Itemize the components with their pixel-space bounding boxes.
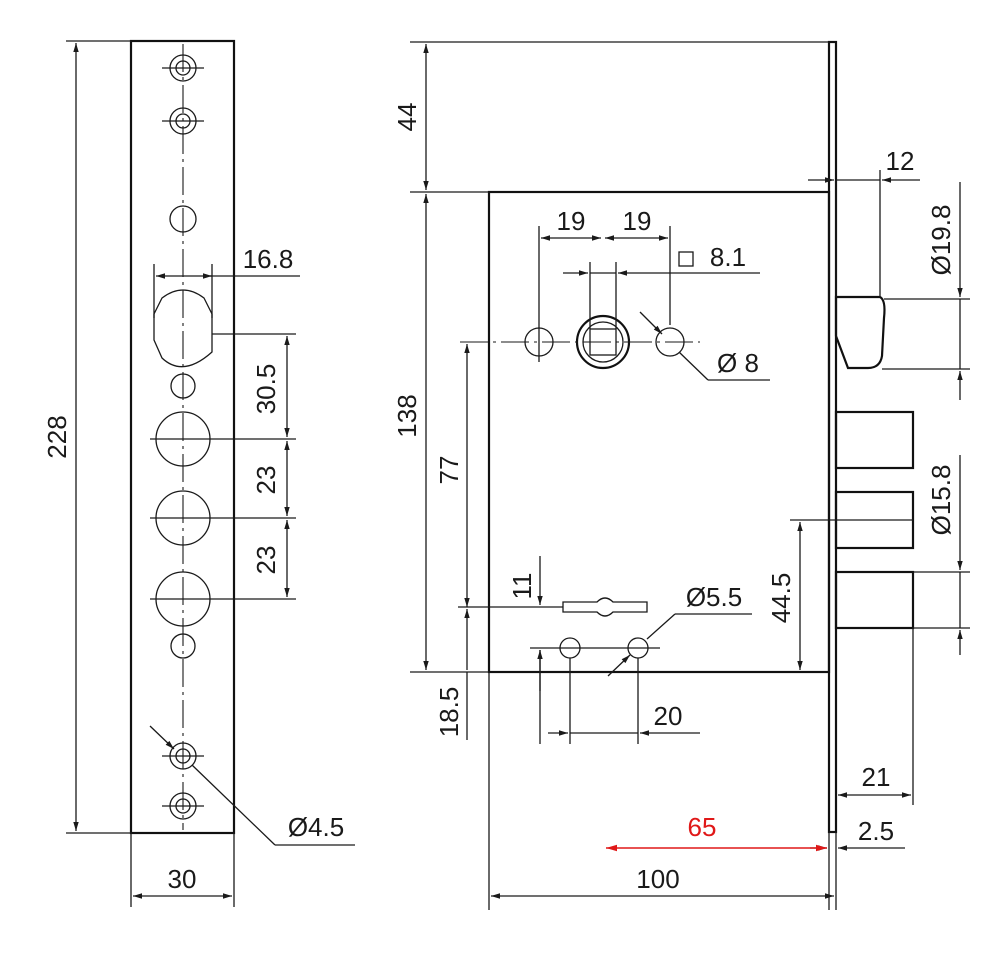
spindle-square-label: 8.1 bbox=[710, 242, 746, 272]
spacing-b-label: 23 bbox=[251, 466, 281, 495]
faceplate-hole bbox=[169, 205, 197, 233]
body-width-label: 100 bbox=[636, 864, 679, 894]
faceplate-width-label: 30 bbox=[168, 864, 197, 894]
spindle-to-key-label: 77 bbox=[434, 456, 464, 485]
spacing-a-label: 30.5 bbox=[251, 364, 281, 415]
square-symbol bbox=[678, 251, 694, 267]
screw-diameter-label: Ø4.5 bbox=[288, 812, 344, 842]
latch-window bbox=[153, 289, 213, 368]
key-hole-diameter-label: Ø5.5 bbox=[686, 582, 742, 612]
faceplate-hole bbox=[170, 373, 196, 399]
backset-label: 65 bbox=[688, 812, 717, 842]
dead-bolt bbox=[834, 410, 915, 470]
pin-hole-diameter-label: Ø 8 bbox=[717, 348, 759, 378]
key-hole-spacing-label: 20 bbox=[654, 701, 683, 731]
bottom-offset-label: 18.5 bbox=[434, 687, 464, 738]
lock-body-view: 44 138 77 18.5 19 19 8.1 Ø 8 bbox=[392, 40, 970, 910]
bottom-screw-hole bbox=[162, 792, 204, 820]
hole-spacing-left-label: 19 bbox=[557, 206, 586, 236]
hole-spacing-right-label: 19 bbox=[623, 206, 652, 236]
faceplate-thickness-label: 12 bbox=[886, 146, 915, 176]
bolt-height-label: 44.5 bbox=[766, 573, 796, 624]
spacing-c-label: 23 bbox=[251, 546, 281, 575]
key-slot bbox=[562, 597, 648, 617]
faceplate-view: 228 30 16.8 30.5 23 23 Ø4.5 bbox=[42, 39, 355, 907]
latch-bolt bbox=[834, 295, 886, 370]
bottom-screw-hole bbox=[162, 742, 204, 770]
plate-thickness-label: 2.5 bbox=[858, 816, 894, 846]
bolt-diameter-label: Ø15.8 bbox=[926, 465, 956, 536]
latch-diameter-label: Ø19.8 bbox=[926, 205, 956, 276]
top-offset-label: 44 bbox=[392, 103, 422, 132]
body-height-label: 138 bbox=[392, 394, 422, 437]
top-screw-hole bbox=[162, 54, 204, 82]
faceplate-hole bbox=[170, 633, 196, 659]
faceplate-outline bbox=[129, 39, 236, 835]
cylinder-width-label: 16.8 bbox=[243, 244, 294, 274]
key-offset-label: 11 bbox=[507, 573, 537, 600]
bolt-throw-label: 21 bbox=[862, 762, 891, 792]
top-screw-hole bbox=[162, 107, 204, 135]
dead-bolt bbox=[834, 570, 915, 630]
faceplate-height-label: 228 bbox=[42, 415, 72, 458]
